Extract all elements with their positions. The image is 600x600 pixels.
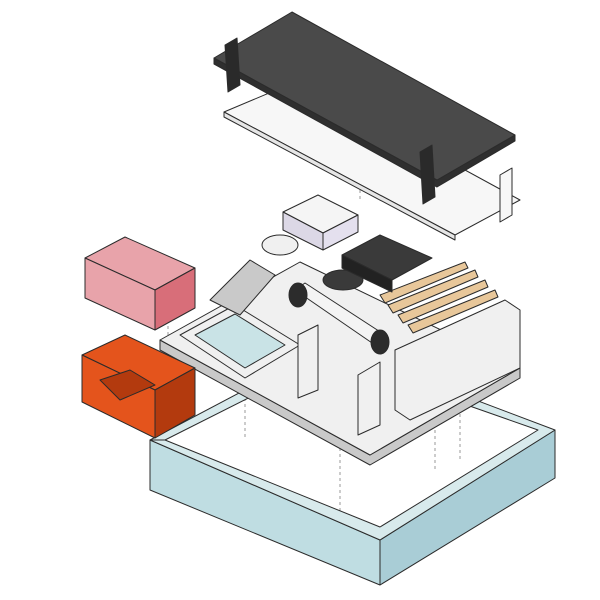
dark-lid — [213, 11, 516, 205]
box-left-wall — [149, 439, 381, 586]
tray-wall-right — [394, 299, 521, 421]
pink-block-right — [154, 267, 196, 331]
white-block-front — [322, 214, 359, 251]
pencil — [397, 279, 489, 324]
tray-wall-left — [209, 259, 276, 316]
lid-top — [213, 11, 516, 181]
pencil — [387, 269, 479, 314]
lid-leg-right — [419, 144, 436, 205]
tray-oval-hole — [194, 313, 286, 369]
orange-tray-inner — [99, 369, 156, 401]
roller-end-right — [370, 329, 390, 355]
roller-end-left — [288, 282, 308, 308]
roller — [288, 282, 390, 355]
pencil — [407, 289, 499, 334]
clear-acrylic-plate — [223, 79, 521, 241]
orange-tray — [81, 334, 196, 439]
pencils — [379, 261, 499, 334]
clear-plate-edge — [223, 111, 456, 241]
tray-support-2 — [357, 361, 381, 436]
lid-leg-left — [224, 37, 241, 93]
organizer-tray — [159, 259, 521, 466]
dark-puck — [322, 269, 364, 291]
clear-plate-tab — [499, 167, 513, 223]
pencil — [379, 261, 469, 304]
white-puck — [261, 234, 299, 256]
orange-tray-right — [154, 367, 196, 439]
pink-block — [84, 236, 196, 331]
small-parts — [261, 194, 433, 293]
tray-support-1 — [297, 324, 319, 399]
dark-pad-side — [341, 254, 393, 293]
box-right-wall — [379, 429, 556, 586]
